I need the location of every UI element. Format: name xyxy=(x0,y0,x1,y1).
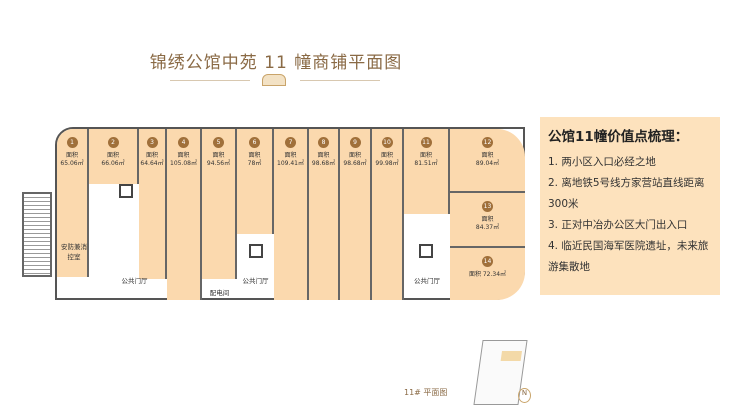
area-label: 面积 xyxy=(481,152,494,159)
unit-number: 13 xyxy=(482,201,493,212)
unit-area: 81.51㎡ xyxy=(414,160,438,167)
unit-number: 11 xyxy=(420,137,432,148)
unit-number: 2 xyxy=(107,137,119,148)
exterior-stair xyxy=(22,192,52,277)
unit-number: 5 xyxy=(213,137,224,148)
area-label: 面积 xyxy=(145,152,158,159)
divider xyxy=(170,80,250,81)
value-point: 1. 两小区入口必经之地 xyxy=(548,156,656,168)
panel-heading: 公馆11幢价值点梳理： xyxy=(548,129,689,145)
unit-number: 6 xyxy=(249,137,260,148)
area-label: 面积 xyxy=(106,152,119,159)
unit-number: 12 xyxy=(482,137,493,148)
unit-number: 9 xyxy=(349,137,361,148)
area-label: 面积 xyxy=(177,152,190,159)
unit-area: 98.68㎡ xyxy=(311,160,336,167)
unit-area: 99.98㎡ xyxy=(375,160,399,167)
unit-area: 65.06㎡ xyxy=(60,160,84,167)
divider xyxy=(300,80,380,81)
unit-area: 94.56㎡ xyxy=(206,160,231,167)
value-point: 3. 正对中冶办公区大门出入口 xyxy=(548,219,688,231)
public-hall-label: 公共门厅 xyxy=(121,277,148,285)
security-room-label: 安防兼消控室 xyxy=(61,243,87,261)
unit-number: 7 xyxy=(285,137,296,148)
value-points-panel: 公馆11幢价值点梳理： 1. 两小区入口必经之地 2. 离地铁5号线方家营站直线… xyxy=(540,117,720,295)
elevator-icon xyxy=(119,184,133,198)
elevator-icon xyxy=(249,244,263,258)
plan-caption: 11# 平面图 xyxy=(404,388,448,397)
area-label: 面积 xyxy=(212,152,225,159)
unit-number: 14 xyxy=(482,256,493,267)
building-emblem-icon xyxy=(262,74,286,86)
area-label: 面积 xyxy=(248,152,261,159)
unit-number: 8 xyxy=(318,137,329,148)
north-arrow-icon: N xyxy=(518,388,531,403)
unit-number: 4 xyxy=(178,137,189,148)
area-label: 面积 xyxy=(481,216,494,223)
public-hall-label: 公共门厅 xyxy=(242,277,269,285)
unit-area: 78㎡ xyxy=(247,160,262,167)
value-point: 4. 临近民国海军医院遗址，未来旅游集散地 xyxy=(548,240,709,273)
area-label: 面积 xyxy=(419,152,432,159)
unit-area: 109.41㎡ xyxy=(277,160,304,167)
unit-area: 64.64㎡ xyxy=(140,160,164,167)
value-point: 2. 离地铁5号线方家营站直线距离300米 xyxy=(548,177,705,210)
highlighted-building xyxy=(500,351,523,361)
unit-14[interactable]: 14 面积 72.34㎡ xyxy=(450,246,525,300)
elevator-icon xyxy=(419,244,433,258)
area-label: 面积 xyxy=(65,152,78,159)
public-hall-label: 公共门厅 xyxy=(414,277,440,285)
unit-area: 84.37㎡ xyxy=(475,224,500,231)
unit-area: 66.06㎡ xyxy=(101,160,125,167)
area-label: 面积 xyxy=(348,152,361,159)
area-label: 面积 xyxy=(284,152,297,159)
area-label: 面积 xyxy=(380,152,393,159)
unit-number: 3 xyxy=(146,137,158,148)
unit-area: 105.08㎡ xyxy=(170,160,197,167)
unit-number: 1 xyxy=(66,137,78,148)
unit-area: 89.04㎡ xyxy=(475,160,500,167)
unit-number: 10 xyxy=(381,137,393,148)
power-room-label: 配电间 xyxy=(209,289,230,297)
unit-area: 面积 72.34㎡ xyxy=(468,271,507,278)
area-label: 面积 xyxy=(317,152,330,159)
page-title: 锦绣公馆中苑 11 幢商铺平面图 xyxy=(149,53,403,73)
unit-area: 98.68㎡ xyxy=(343,160,367,167)
